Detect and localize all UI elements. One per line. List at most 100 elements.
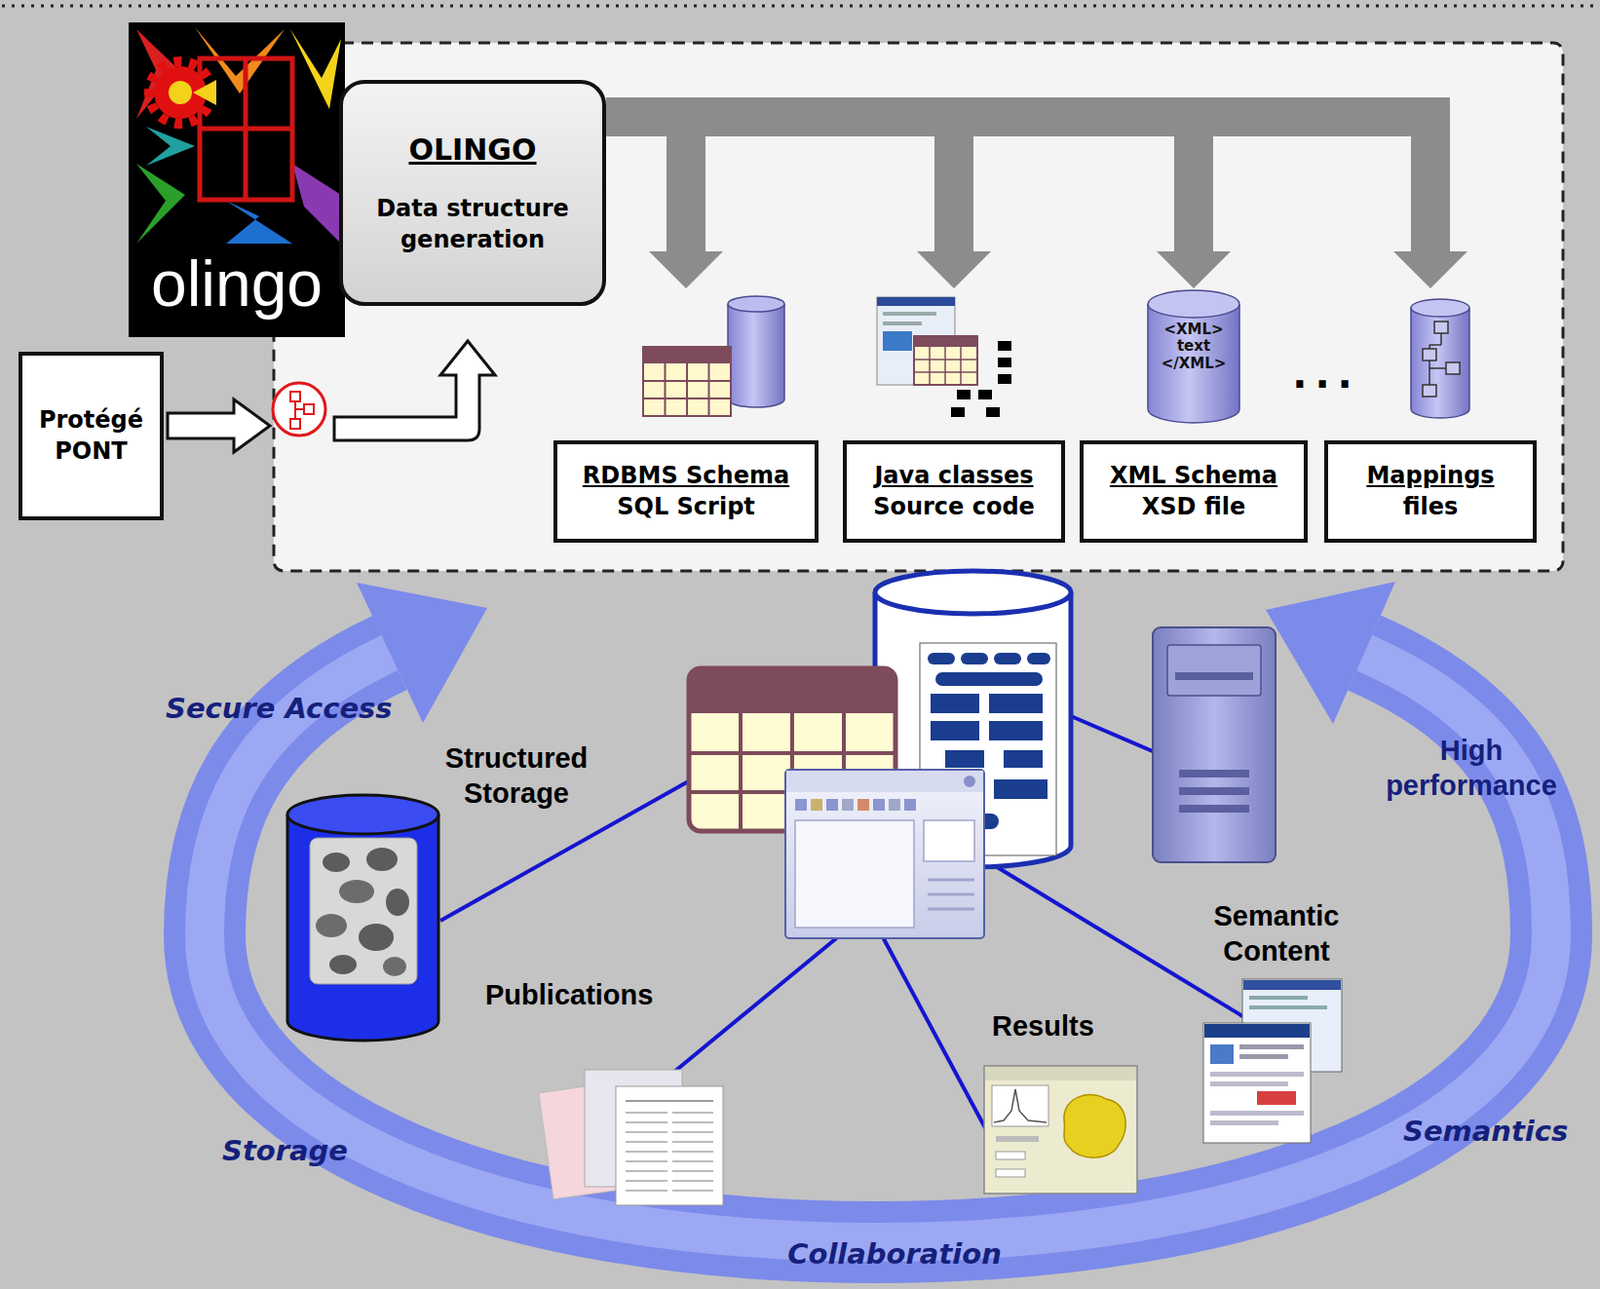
- code-icon-part: [997, 357, 1012, 368]
- application-window-part: [841, 799, 854, 811]
- publication-pages-part: [625, 1111, 668, 1114]
- dotted-rule-part: [1, 4, 1599, 8]
- storage-cylinder-part: [339, 879, 375, 904]
- mapping-cylinder-part: [1429, 367, 1447, 370]
- database-icon-part: [643, 397, 731, 400]
- application-window-part: [795, 799, 807, 811]
- cycle-label: Semantics: [1403, 1116, 1595, 1148]
- publication-pages-part: [625, 1180, 668, 1182]
- publication-pages-part: [672, 1111, 714, 1114]
- results-window-part: [995, 1151, 1026, 1160]
- item-label: Results: [991, 1009, 1119, 1044]
- web-pages-part: [1210, 1110, 1304, 1116]
- flow-arrow-shaft: [606, 116, 1431, 252]
- olingo-logo-part: [290, 29, 342, 110]
- dotted-rule: [1, 5, 1599, 7]
- table-icon-part: [738, 713, 743, 832]
- results-window-part: [995, 1136, 1039, 1143]
- document-cylinder-part: [930, 721, 980, 741]
- ontology-icon: [272, 382, 326, 436]
- output-node: Mappingsfiles: [1324, 288, 1537, 543]
- publication-pages-part: [615, 1086, 724, 1206]
- dashed-panel: [273, 42, 1563, 572]
- input-box: Protégé PONT: [18, 351, 164, 521]
- box-text: Source code: [854, 492, 1054, 523]
- database-icon-part: [708, 363, 711, 417]
- document-cylinder-part: [993, 779, 1048, 800]
- icon-text: <XML> text </XML>: [1158, 321, 1229, 373]
- box-title: Mappings: [1335, 460, 1525, 492]
- code-icon-part: [986, 407, 1000, 418]
- code-icon-part: [997, 341, 1012, 351]
- cycle-label: Storage: [222, 1136, 388, 1168]
- ellipsis-holder: ...: [1282, 354, 1371, 394]
- flow-arrow-shaft: [606, 116, 954, 252]
- code-icon-part: [997, 374, 1012, 384]
- cycle-label-holder: Collaboration: [738, 1239, 1051, 1271]
- item-label: Semantic Content: [1193, 898, 1360, 970]
- hub-links-part: [881, 935, 990, 1136]
- cycle-label: Secure Access: [165, 693, 410, 725]
- ontology-icon-part: [290, 391, 301, 402]
- olingo-logo-part: [192, 79, 217, 106]
- storage-cylinder-part: [322, 852, 350, 873]
- code-icon-part: [944, 346, 947, 385]
- database-icon-part: [727, 296, 785, 312]
- application-window-part: [927, 908, 975, 912]
- table-icon-part: [688, 693, 896, 714]
- box-text: files: [1335, 492, 1525, 523]
- cycle-ring: [204, 581, 1552, 1243]
- xml-cylinder: [1147, 290, 1240, 423]
- mapping-cylinder: [1410, 299, 1470, 419]
- web-pages-part: [1204, 1024, 1310, 1038]
- output-box: Mappingsfiles: [1324, 440, 1537, 543]
- publication-pages-part: [672, 1180, 714, 1182]
- database-icon-part: [664, 363, 667, 417]
- mapping-cylinder-part: [1410, 307, 1470, 419]
- web-pages-part: [1203, 1023, 1311, 1143]
- publication-pages-part: [672, 1160, 714, 1163]
- database-icon-part: [727, 304, 785, 408]
- box-title: OLINGO: [350, 130, 595, 169]
- mapping-cylinder-part: [1429, 343, 1442, 346]
- mapping-cylinder-part: [1434, 321, 1448, 334]
- bent-arrow: [334, 341, 496, 441]
- database-icon-part: [643, 380, 731, 382]
- publication-pages: [538, 1069, 724, 1206]
- publication-pages-part: [672, 1189, 714, 1192]
- mapping-cylinder-part: [1422, 348, 1437, 361]
- publication-pages-part: [625, 1189, 668, 1192]
- code-icon-part: [914, 336, 978, 385]
- flow-arrow: [606, 116, 1468, 289]
- xml-cylinder-part: [1147, 304, 1240, 423]
- item-label-holder: Publications: [485, 978, 690, 1013]
- storage-cylinder-part: [366, 847, 398, 872]
- server-icon-part: [1179, 804, 1250, 813]
- publication-pages-part: [672, 1150, 714, 1153]
- cycle-label-holder: Semantics: [1403, 1116, 1595, 1148]
- icon-text-holder: <XML> text </XML>: [1158, 321, 1229, 373]
- publication-pages-part: [672, 1131, 714, 1134]
- ontology-icon-part: [272, 382, 326, 436]
- server-icon-part: [1179, 769, 1250, 778]
- box-title: RDBMS Schema: [565, 460, 807, 492]
- output-node: RDBMS SchemaSQL Script: [553, 288, 819, 543]
- storage-cylinder: [287, 795, 439, 1041]
- publication-pages-part: [672, 1141, 714, 1143]
- logo-wordmark-holder: olingo: [128, 251, 345, 316]
- code-icon-part: [914, 336, 978, 347]
- flow-arrow: [606, 116, 724, 289]
- document-cylinder-part: [1003, 750, 1043, 768]
- box-text: XSD file: [1091, 492, 1296, 523]
- table-icon-part: [688, 668, 896, 714]
- web-pages-part: [1257, 1091, 1296, 1105]
- application-window-part: [923, 820, 975, 862]
- results-window: [984, 1066, 1138, 1194]
- results-window-part: [995, 1169, 1026, 1178]
- storage-cylinder-part: [358, 923, 394, 952]
- box-title: XML Schema: [1091, 460, 1296, 492]
- storage-cylinder-part: [309, 838, 418, 985]
- application-window-part: [810, 799, 823, 811]
- application-window-part: [927, 893, 975, 897]
- document-cylinder-part: [935, 672, 1043, 686]
